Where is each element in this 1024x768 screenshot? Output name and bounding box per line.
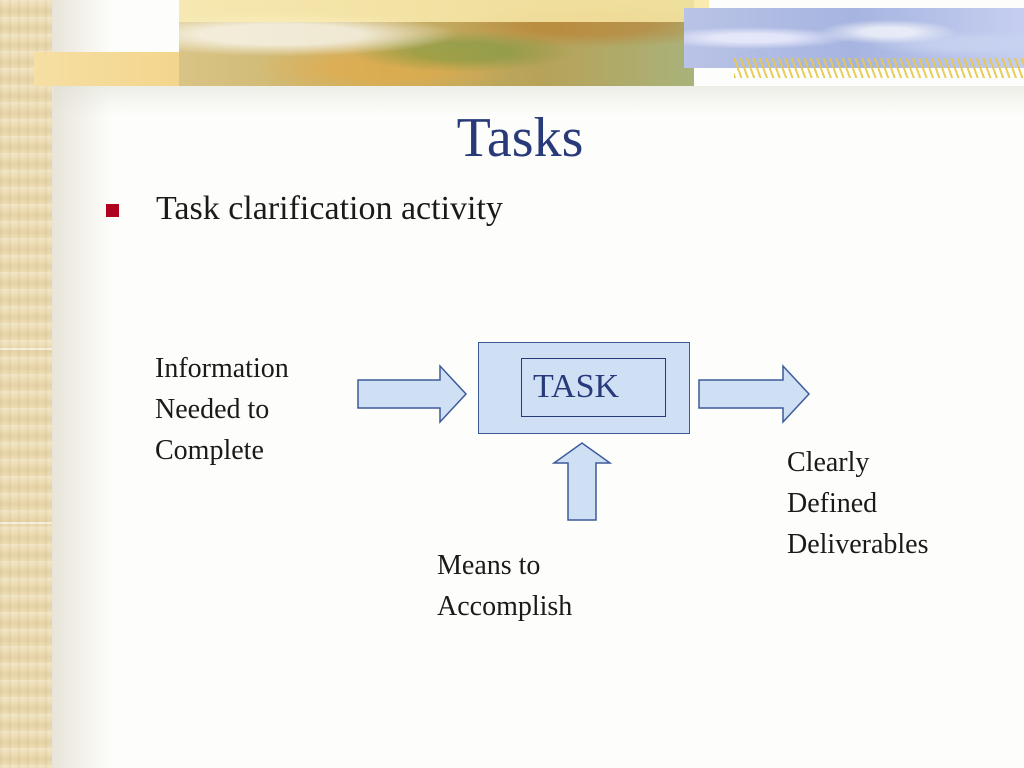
strip-seam [0,522,52,524]
slide-title: Tasks [456,107,584,169]
input-label-line: Complete [155,435,264,466]
task-label: TASK [521,358,666,417]
input-label-line: Information [155,353,289,384]
output-label-line: Clearly [787,447,870,478]
bullet-square-icon [106,204,119,217]
output-label: Clearly Defined Deliverables [787,442,929,565]
output-arrow [698,364,811,424]
task-box: TASK [478,342,690,434]
means-label: Means to Accomplish [437,545,572,627]
means-label-line: Accomplish [437,591,573,622]
output-label-line: Deliverables [787,529,929,560]
input-label-line: Needed to [155,394,270,425]
left-shadow-fade [52,0,112,768]
bullet-text: Task clarification activity [156,190,503,227]
banner-shadow [54,86,1024,116]
input-arrow [357,364,468,424]
banner-cream-block [34,52,184,86]
output-label-line: Defined [787,488,878,519]
means-label-line: Means to [437,550,541,581]
input-label: Information Needed to Complete [155,348,289,471]
banner-straw-texture [734,58,1024,78]
left-parchment-strip [0,0,52,768]
decorative-banner [34,0,1024,116]
strip-seam [0,348,52,350]
banner-top-strip [179,0,709,22]
means-arrow [551,442,613,521]
